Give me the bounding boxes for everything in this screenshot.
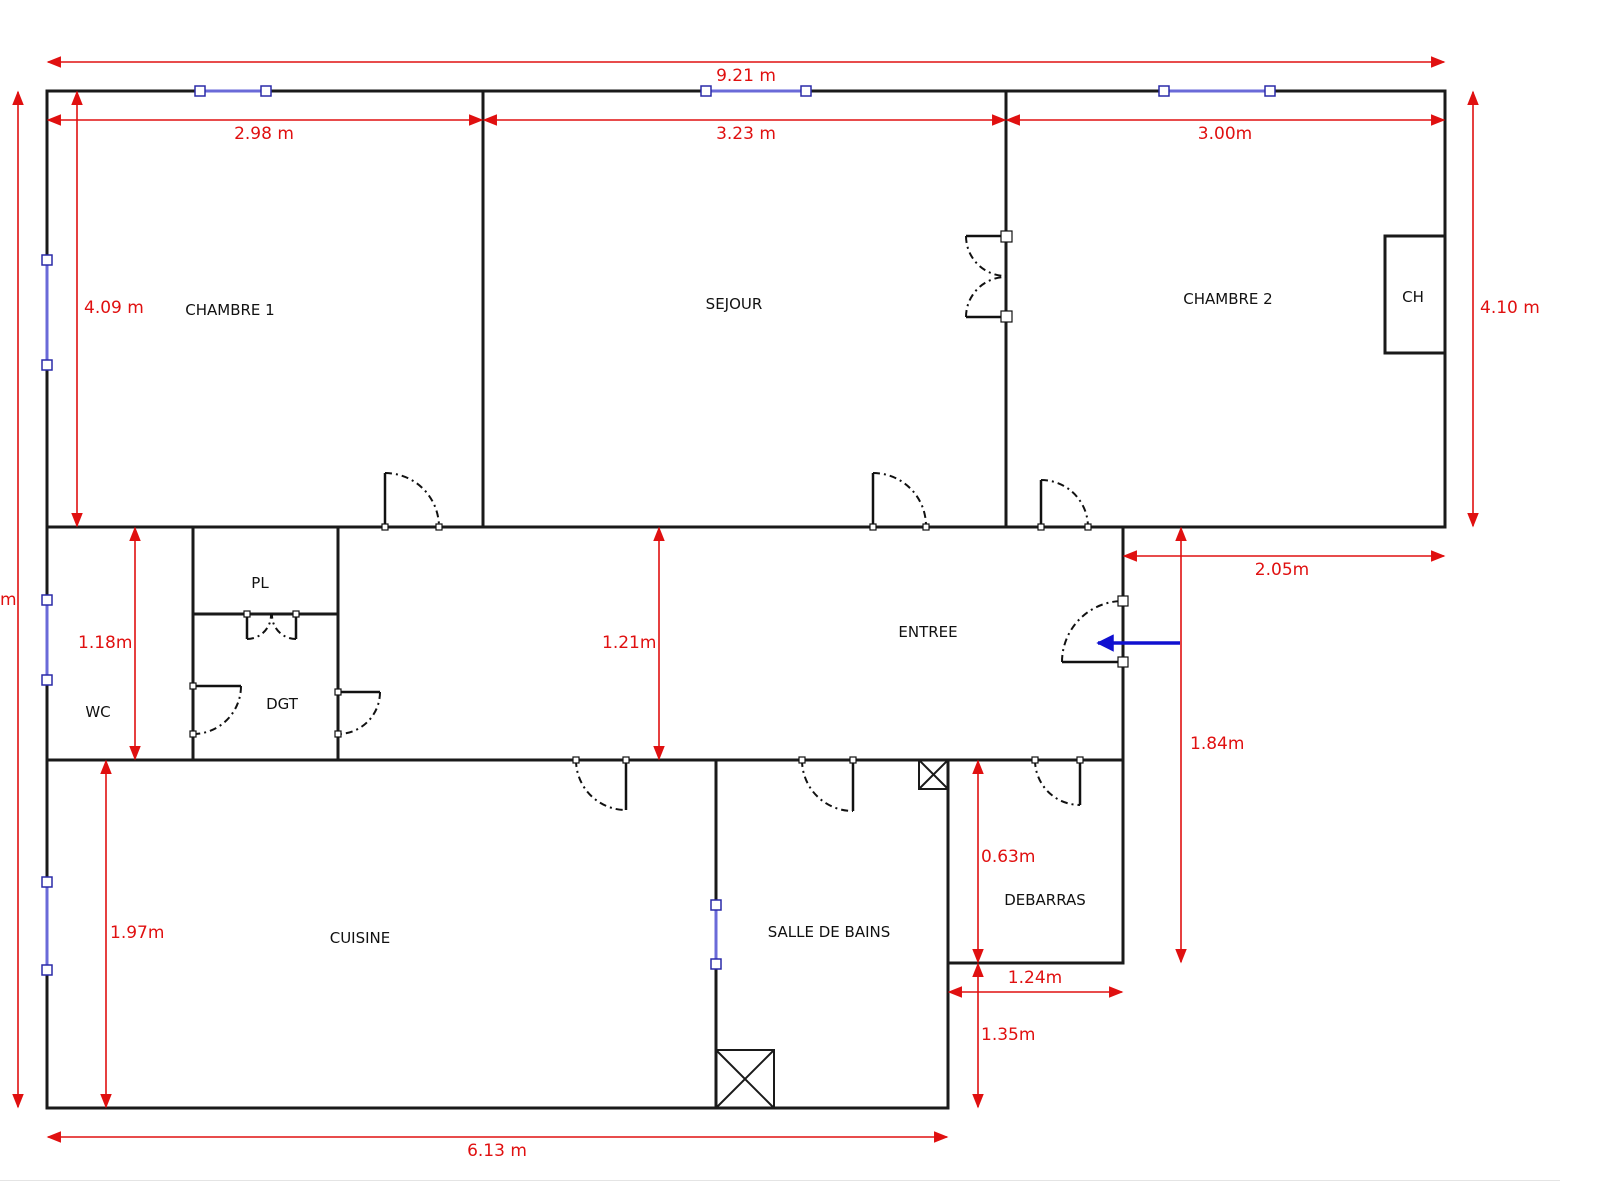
room-label-dgt: DGT [266,695,299,713]
dimension-lines [12,56,1479,1143]
room-label-wc: WC [85,703,110,721]
dim-sejour-width: 3.23 m [716,124,776,144]
dim-left-total: m [0,590,17,610]
chimney-box [1383,234,1447,355]
doors [189,230,1129,812]
dim-total-width: 9.21 m [716,66,776,86]
window-chambre2-top [1158,85,1276,97]
walls [45,89,1447,1110]
room-label-debarras: DEBARRAS [1004,891,1086,909]
door-debarras [1031,756,1084,806]
bottom-divider [0,1180,1560,1181]
window-wc-left [41,594,53,686]
dimension-labels: 9.21 m 2.98 m 3.23 m 3.00m m 4.09 m 4.10… [0,66,1540,1161]
window-sejour-top [700,85,812,97]
dim-chambre1-width: 2.98 m [234,124,294,144]
room-label-sejour: SEJOUR [706,295,763,313]
room-label-salle-de-bains: SALLE DE BAINS [768,923,891,941]
dim-chambre1-depth: 4.09 m [84,298,144,318]
window-chambre1-top [194,85,272,97]
duct-large [715,1049,775,1109]
window-chambre1-left [41,254,53,371]
dim-entree-depth: 1.21m [602,633,656,653]
window-cuisine-left [41,876,53,976]
room-label-pl: PL [251,574,269,592]
door-entrance [1061,595,1129,668]
duct-small [918,759,949,790]
dim-chambre2-depth: 4.10 m [1480,298,1540,318]
dim-wc-depth: 1.18m [78,633,132,653]
door-sejour-chambre2-double [965,230,1013,323]
room-label-entree: ENTREE [898,623,957,641]
room-label-ch: CH [1402,288,1424,306]
window-bath-left [710,899,722,970]
dim-cuisine-depth: 1.97m [110,923,164,943]
door-sejour [869,472,930,531]
door-salle-de-bains [798,756,857,812]
dim-entree-right-depth: 1.84m [1190,734,1244,754]
room-label-cuisine: CUISINE [330,929,391,947]
door-dgt [334,688,381,738]
door-pl-double [243,610,300,641]
dim-debarras-width: 1.24m [1008,968,1062,988]
room-label-chambre1: CHAMBRE 1 [185,301,274,319]
dim-chambre2-width: 3.00m [1198,124,1252,144]
door-chambre1 [381,472,443,531]
dim-bottom-width: 6.13 m [467,1141,527,1161]
dim-salle-lower: 1.35m [981,1025,1035,1045]
windows [41,85,1276,976]
door-wc [189,682,242,738]
room-labels: CHAMBRE 1 SEJOUR CHAMBRE 2 CH PL WC DGT … [85,288,1424,947]
dim-debarras-upper: 0.63m [981,847,1035,867]
room-label-chambre2: CHAMBRE 2 [1183,290,1272,308]
dim-entree-side: 2.05m [1255,560,1309,580]
door-chambre2 [1037,479,1092,531]
door-cuisine [572,756,630,811]
